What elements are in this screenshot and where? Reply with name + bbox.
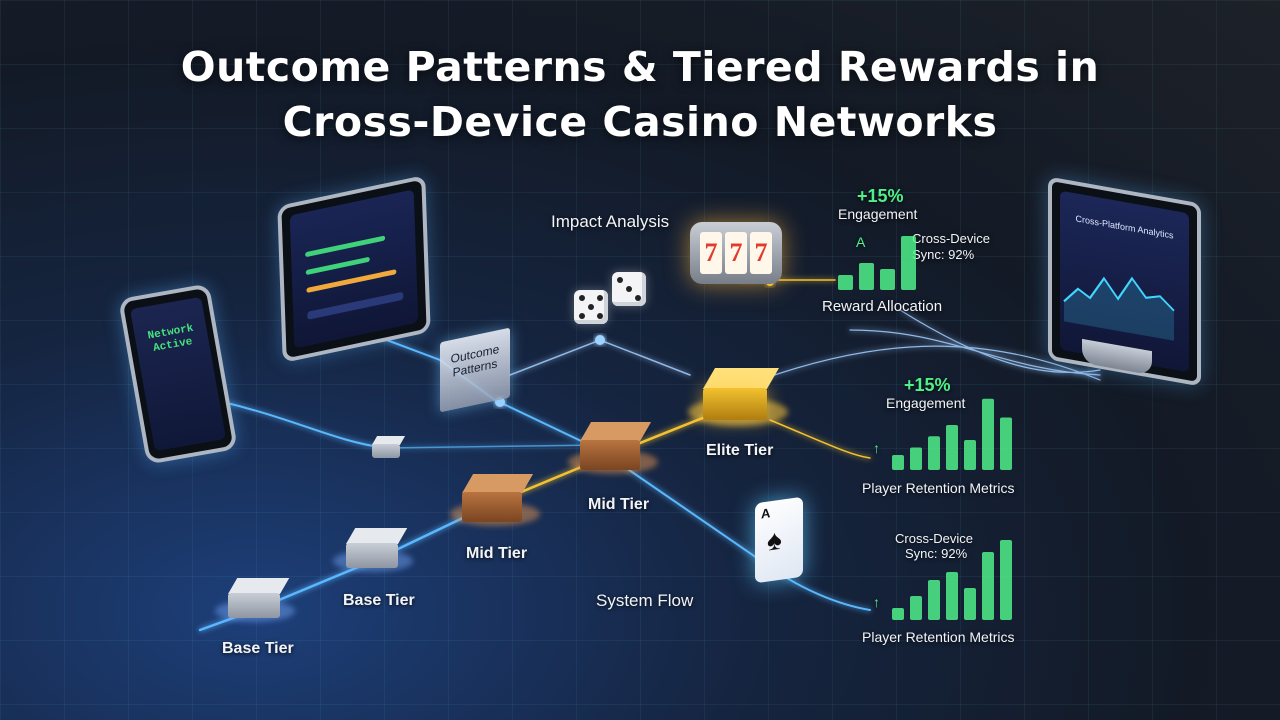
top-bar-chart [838,230,918,290]
metric-bar [892,455,904,470]
metric-bar [928,436,940,470]
metric-bar [910,447,922,470]
metric-bar [859,263,874,290]
system-flow-label: System Flow [596,591,694,610]
monitor-screen: Cross-Platform Analytics [1060,190,1189,373]
up-arrow-icon: ↑ [873,594,880,610]
base-tier-cube [228,578,290,618]
metric-bar [964,588,976,620]
mid-tier-label: Mid Tier [588,496,650,513]
slot-reel: 7 [725,232,747,274]
title-line-2: Cross-Device Casino Networks [282,98,998,146]
tier-path-blue [198,503,492,632]
chart-marker: A [856,234,866,250]
page-title: Outcome Patterns & Tiered Rewards in Cro… [0,40,1280,150]
base-tier-label: Base Tier [343,592,415,609]
bar-chart-svg [838,236,916,290]
card-suit: ♠ [767,523,782,557]
sync-line-1: Cross-Device [895,531,974,546]
slot-machine-icon: 7 7 7 [690,222,782,284]
elite-flow [769,419,871,459]
tablet-screen [289,189,419,349]
sync-line-2: Sync: 92% [905,546,968,561]
outcome-patterns-panel: Outcome Patterns [440,327,510,413]
title-line-1: Outcome Patterns & Tiered Rewards in [180,43,1100,91]
metric-bar [901,236,916,290]
metric-bar [838,275,853,290]
monitor-chart [1063,276,1175,341]
mid-tier-cube [462,474,534,522]
up-arrow-icon: ↑ [873,440,880,456]
retention-caption: Player Retention Metrics [862,480,1015,496]
mid-tier-cube [580,422,652,470]
retention-bar-chart [892,395,1012,470]
monitor-device: Cross-Platform Analytics [1048,176,1201,387]
metric-bar [910,596,922,620]
metric-bar [892,608,904,620]
slot-reel: 7 [750,232,772,274]
metric-bar [946,425,958,470]
impact-analysis-label: Impact Analysis [551,212,670,231]
tablet-bar [305,235,386,258]
mid-tier-label: Mid Tier [466,545,528,562]
monitor-flow-2 [759,345,1101,381]
metric-bar [1000,540,1012,620]
metric-bar [880,269,895,290]
phone-flow [214,399,386,449]
metric-bar [964,440,976,470]
elite-tier-label: Elite Tier [706,442,774,459]
reward-allocation-label: Reward Allocation [822,298,943,315]
tablet-bar [307,291,404,320]
phone-screen: Network Active [130,296,226,452]
metric-bar [1000,417,1012,470]
engagement-value: +15% [904,375,951,395]
base-tier-cube [346,528,408,568]
metric-bar [946,572,958,620]
phone-status-text: Network Active [146,322,195,355]
tablet-bar [305,256,370,276]
tablet-device [277,174,431,364]
retention-caption: Player Retention Metrics [862,629,1015,645]
tablet-bar [306,269,397,294]
engagement-value: +15% [857,186,904,206]
engagement-label: Engagement [886,395,966,411]
metric-bar [982,552,994,620]
dice-flow [509,339,691,376]
engagement-label: Engagement [838,206,918,222]
base-tier-label: Base Tier [222,640,294,657]
die-icon [612,272,646,306]
monitor-flow-3 [899,309,1101,374]
retention-bar-chart [892,540,1012,620]
bar-chart-svg [892,540,1012,620]
slot-reel: 7 [700,232,722,274]
elite-tier-cube [703,368,780,420]
sync-line-2: Sync: 92% [912,247,975,262]
metric-bar [982,398,994,470]
card-rank: A [761,505,771,522]
metric-bar [928,580,940,620]
card-flow [599,449,871,611]
small-tier-cube [372,436,406,458]
bar-chart-svg [892,398,1012,470]
phone-flow-2 [384,444,601,449]
sync-line-1: Cross-Device [912,231,991,246]
playing-card-icon: A ♠ [755,496,803,584]
die-icon [574,290,608,324]
node-dot [595,335,605,345]
